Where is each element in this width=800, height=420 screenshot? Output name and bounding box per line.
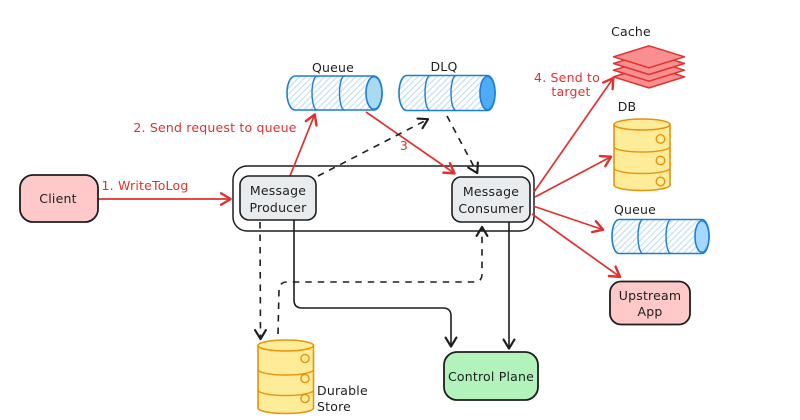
arrow-queue-to-consumer bbox=[365, 111, 456, 175]
upstream-app-label-line1: Upstream bbox=[619, 288, 682, 303]
upstream-app-label-line2: App bbox=[637, 304, 662, 319]
arrow-consumer-to-cache bbox=[533, 76, 615, 193]
durable-store-node: Durable Store bbox=[257, 339, 368, 415]
edge-label-step-3: 3 bbox=[400, 138, 408, 153]
message-consumer-label-line1: Message bbox=[463, 184, 519, 199]
edge-label-send-to-target-line1: 4. Send to bbox=[534, 70, 600, 85]
edge-label-send-request: 2. Send request to queue bbox=[133, 120, 296, 135]
target-queue-label: Queue bbox=[614, 202, 656, 217]
message-producer-label-line2: Producer bbox=[250, 200, 308, 215]
control-plane-label: Control Plane bbox=[448, 369, 534, 384]
arrow-durable-store-to-consumer bbox=[277, 225, 489, 335]
arrow-consumer-to-upstream-app bbox=[531, 213, 622, 279]
queue-label: Queue bbox=[312, 60, 354, 75]
arrow-producer-to-control-plane bbox=[293, 220, 458, 348]
message-consumer-node: Message Consumer bbox=[451, 176, 531, 223]
edge-label-send-to-target-line2: target bbox=[551, 84, 590, 99]
queue-node: Queue bbox=[286, 60, 383, 111]
dlq-label: DLQ bbox=[430, 59, 457, 74]
client-label: Client bbox=[39, 191, 76, 206]
arrow-consumer-to-target-queue bbox=[532, 205, 605, 234]
upstream-app-node: Upstream App bbox=[609, 280, 691, 326]
target-queue-node: Queue bbox=[611, 202, 710, 255]
arrow-consumer-to-db bbox=[534, 154, 613, 198]
arrow-producer-to-durable-store bbox=[253, 221, 267, 341]
message-producer-node: Message Producer bbox=[239, 175, 317, 221]
arrow-producer-to-queue bbox=[289, 113, 318, 177]
cache-label: Cache bbox=[611, 24, 651, 39]
message-producer-label-line1: Message bbox=[250, 183, 306, 198]
dlq-node: DLQ bbox=[398, 59, 496, 112]
control-plane-node: Control Plane bbox=[443, 351, 539, 401]
message-consumer-label-line2: Consumer bbox=[458, 201, 524, 216]
arrow-producer-to-dlq bbox=[317, 117, 430, 177]
arrow-dlq-to-consumer bbox=[446, 115, 479, 175]
edge-label-write-to-log: 1. WriteToLog bbox=[102, 178, 189, 193]
durable-store-label-line1: Durable bbox=[317, 383, 368, 398]
db-node: DB bbox=[613, 99, 671, 192]
durable-store-label-line2: Store bbox=[317, 399, 351, 414]
cache-node: Cache bbox=[611, 24, 686, 89]
client-node: Client bbox=[19, 174, 99, 223]
db-label: DB bbox=[618, 99, 637, 114]
